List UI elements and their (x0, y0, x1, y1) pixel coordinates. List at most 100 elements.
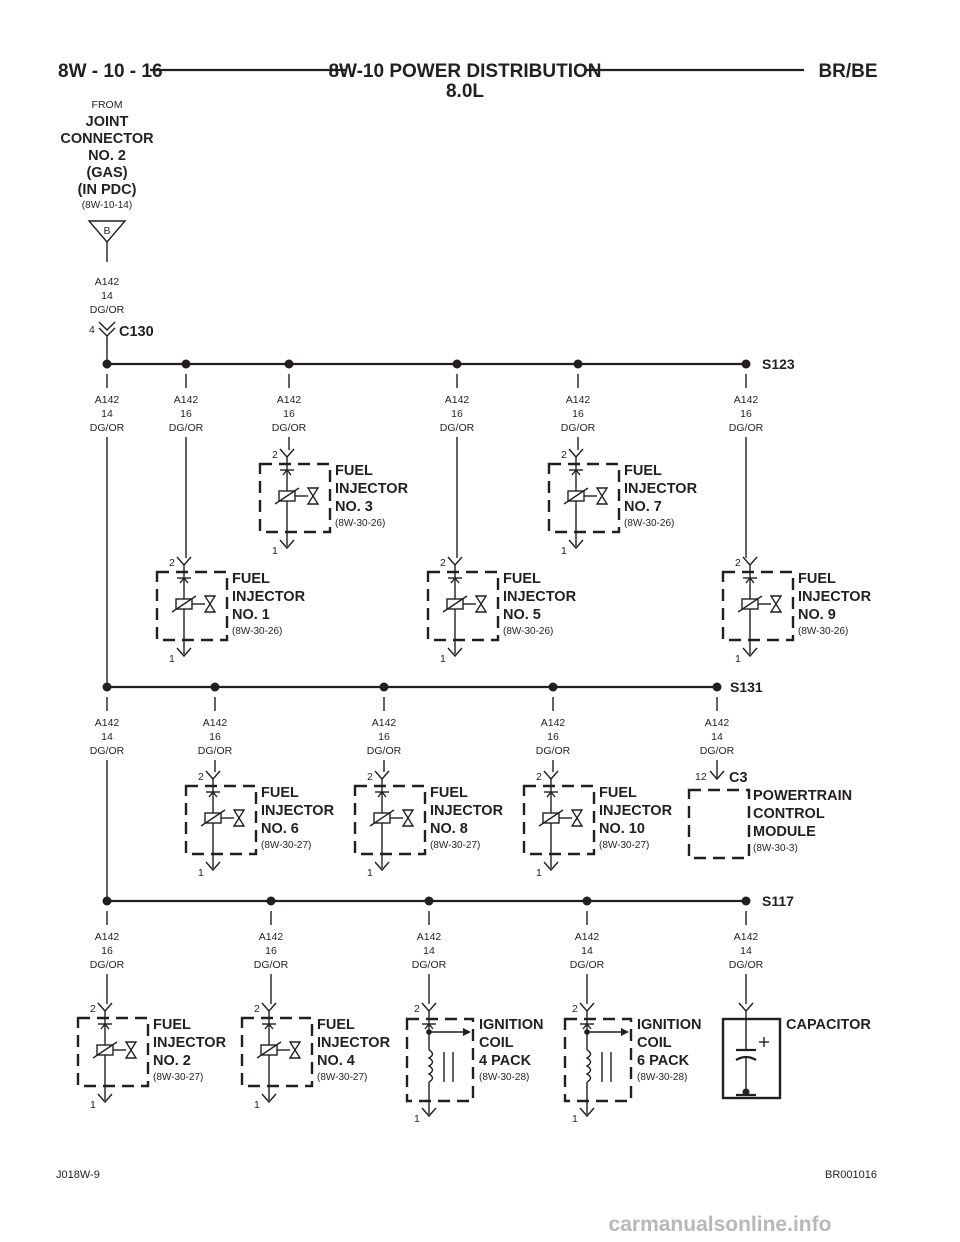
connector-chevron-icon (568, 539, 584, 550)
capacitor-name: CAPACITOR (786, 1017, 871, 1033)
source-wire-circuit: A142 (95, 276, 120, 288)
pin-2-label: 2 (272, 449, 278, 461)
inj8-color: DG/OR (367, 745, 402, 757)
fuel-injector-2: 2 1 FUEL INJECTOR NO. 2 (8W-30-27) (76, 1002, 227, 1111)
pin-2-label: 2 (90, 1003, 96, 1015)
coil-name-line-1: IGNITION (479, 1017, 543, 1033)
ignition-coil-6-pack: 2 1 IGNITION COIL 6 PACK (8W-30-28) (563, 1002, 701, 1125)
pin-2-label: 2 (561, 449, 567, 461)
injector-name-line-2: INJECTOR (624, 481, 698, 497)
c130-pin: 4 (89, 324, 95, 336)
injector-name-line-2: INJECTOR (317, 1035, 391, 1051)
connector-chevron-icon (709, 770, 725, 781)
injector-name-line-1: FUEL (798, 571, 836, 587)
injector-name-line-2: INJECTOR (335, 481, 409, 497)
capacitor-color: DG/OR (729, 959, 764, 971)
component-outline (721, 570, 795, 642)
inj8-circuit: A142 (372, 717, 397, 729)
injector-name-line-1: FUEL (624, 463, 662, 479)
splice-dot (741, 896, 751, 906)
source-ref: (8W-10-14) (82, 200, 132, 211)
splice-dot (452, 359, 462, 369)
pin-2-label: 2 (367, 771, 373, 783)
pin-1-label: 1 (414, 1113, 420, 1125)
inj1-circuit: A142 (174, 394, 199, 406)
solenoid-slash (538, 809, 564, 827)
injector-name-line-1: FUEL (430, 785, 468, 801)
connector-chevron-icon (742, 556, 758, 567)
component-outline (353, 784, 427, 856)
connector-chevron-icon (205, 770, 221, 781)
connector-chevron-icon (279, 539, 295, 550)
terminal-arrow (179, 576, 189, 584)
inj7-color: DG/OR (561, 422, 596, 434)
injector-name-line-2: INJECTOR (599, 803, 673, 819)
splice-dot (741, 359, 751, 369)
source-wire-gauge: 14 (101, 290, 113, 302)
model-code: BR/BE (818, 61, 877, 82)
injector-name-line-3: NO. 6 (261, 821, 299, 837)
connector-chevron-icon (447, 556, 463, 567)
inj5-color: DG/OR (440, 422, 475, 434)
connector-chevron-icon (543, 861, 559, 872)
terminal-arrow (424, 1022, 434, 1030)
inj5-gauge: 16 (451, 408, 463, 420)
connector-chevron-icon (205, 861, 221, 872)
splice-dot (712, 682, 722, 692)
injector-name-line-2: INJECTOR (232, 589, 306, 605)
connector-chevron-icon (98, 321, 116, 331)
source-terminal-letter: B (103, 225, 110, 237)
coil-name-line-2: COIL (479, 1035, 514, 1051)
connector-chevron-icon (579, 1107, 595, 1118)
pin-1-label: 1 (198, 867, 204, 879)
inj6-gauge: 16 (209, 731, 221, 743)
inj2-circuit: A142 (95, 931, 120, 943)
page-number: 8W - 10 - 16 (58, 61, 163, 82)
injector-name-line-1: FUEL (599, 785, 637, 801)
connector-chevron-icon (579, 1002, 595, 1013)
inj5-circuit: A142 (445, 394, 470, 406)
pcm-outline (687, 788, 751, 860)
pin-1-label: 1 (272, 545, 278, 557)
connector-chevron-icon (97, 1093, 113, 1104)
figure-code-left: J018W-9 (56, 1169, 100, 1181)
coil-ref: (8W-30-28) (637, 1072, 687, 1083)
injector-name-line-1: FUEL (335, 463, 373, 479)
injector-name-line-1: FUEL (232, 571, 270, 587)
connector-c130: C130 (119, 324, 154, 340)
injector-name-line-3: NO. 9 (798, 607, 836, 623)
inj4-circuit: A142 (259, 931, 284, 943)
fuel-injector-3: 2 1 FUEL INJECTOR NO. 3 (8W-30-26) (258, 448, 409, 557)
coil-winding-icon (427, 1049, 434, 1083)
ignition-coil-4-pack: 2 1 IGNITION COIL 4 PACK (8W-30-28) (405, 1002, 543, 1125)
splice-dot (102, 682, 112, 692)
connector-chevron-icon (421, 1002, 437, 1013)
inj3-circuit: A142 (277, 394, 302, 406)
inj9-color: DG/OR (729, 422, 764, 434)
capacitor: CAPACITOR (721, 1002, 871, 1100)
pin-2-label: 2 (536, 771, 542, 783)
valve-icon (474, 595, 488, 613)
inj10-circuit: A142 (541, 717, 566, 729)
coil6-color: DG/OR (570, 959, 605, 971)
fuel-injector-4: 2 1 FUEL INJECTOR NO. 4 (8W-30-27) (240, 1002, 391, 1111)
valve-icon (124, 1041, 138, 1059)
terminal-arrow (582, 1022, 592, 1030)
component-outline (155, 570, 229, 642)
capacitor-circuit: A142 (734, 931, 759, 943)
injector-ref: (8W-30-27) (261, 840, 311, 851)
injector-name-line-3: NO. 2 (153, 1053, 191, 1069)
solenoid-slash (200, 809, 226, 827)
component-outline (563, 1017, 633, 1103)
connector-chevron-icon (279, 448, 295, 459)
pcm-name-line-3: MODULE (753, 824, 816, 840)
connector-chevron-icon (261, 1002, 277, 1013)
splice-dot (548, 682, 558, 692)
terminal-arrow (100, 1022, 110, 1030)
inj6-circuit: A142 (203, 717, 228, 729)
pcm-ref: (8W-30-3) (753, 843, 798, 854)
pcm-name-line-1: POWERTRAIN (753, 788, 852, 804)
splice-dot (266, 896, 276, 906)
valve-icon (203, 595, 217, 613)
trunk-2-gauge: 14 (101, 731, 113, 743)
